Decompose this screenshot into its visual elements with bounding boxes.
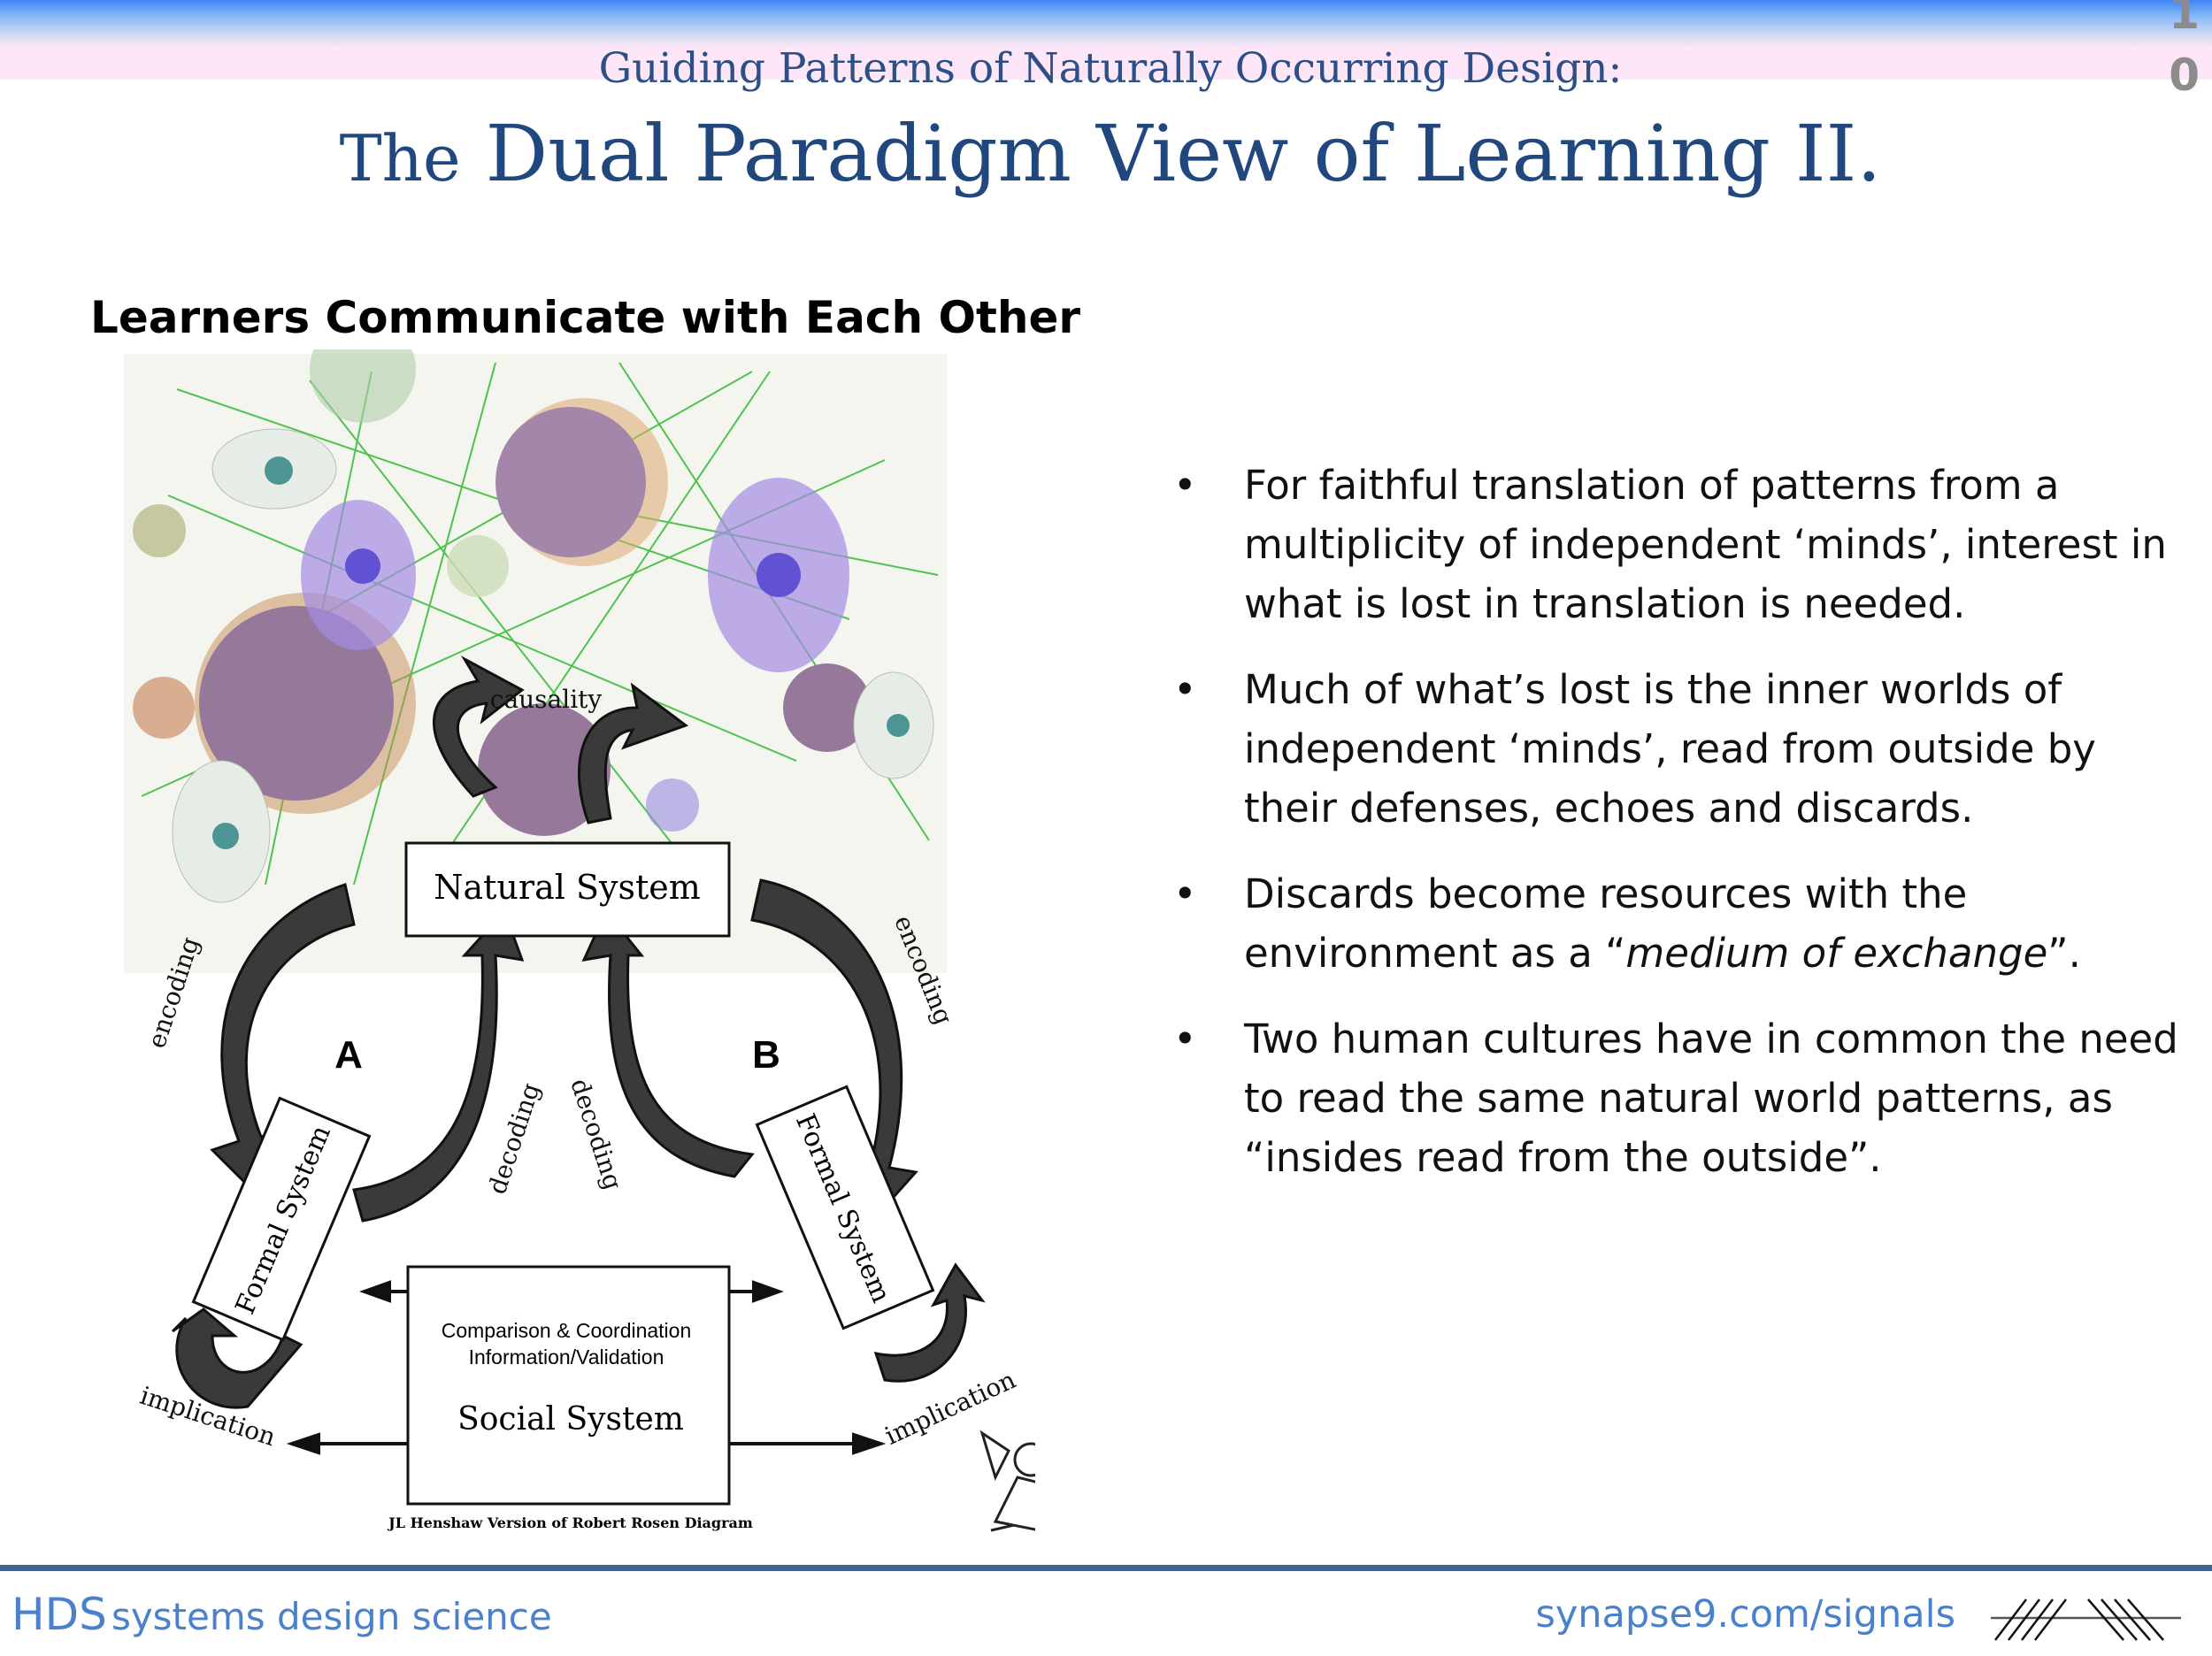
decoding-left-label: decoding [482,1079,546,1198]
page-number-digit: 1 [2169,0,2200,39]
decoding-right-label: decoding [565,1075,628,1193]
diagram-credit: JL Henshaw Version of Robert Rosen Diagr… [387,1514,753,1531]
title-prefix: The [339,121,461,196]
social-system-line2: Information/Validation [469,1346,664,1368]
bullet-item: • Much of what’s lost is the inner worlds… [1173,660,2191,838]
bullet-dot: • [1173,1016,1197,1062]
connector-lines [286,1280,887,1455]
brand-name: HDS [12,1589,107,1640]
bullet-text: ”. [2047,930,2081,977]
bullet-item: • Two human cultures have in common the n… [1173,1009,2191,1187]
brand-tagline: systems design science [111,1595,552,1638]
causality-label: causality [490,685,603,714]
footer-divider [0,1565,2212,1571]
social-system-line1: Comparison & Coordination [442,1319,692,1342]
formal-system-left-box: Formal System [191,1096,372,1342]
section-heading: Learners Communicate with Each Other [90,292,1081,343]
flow-arrows [171,656,986,1409]
bullet-dot: • [1173,870,1197,917]
formal-system-right-box: Formal System [755,1085,935,1330]
header-gradient-band [0,0,2212,80]
natural-system-box [404,841,731,938]
label-b: B [752,1033,780,1077]
slide-title: The Dual Paradigm View of Learning II. [0,108,2212,199]
bullet-item: • Discards become resources with the envi… [1173,864,2191,983]
footer-brand: HDS systems design science [12,1589,552,1640]
social-system-label: Social System [457,1401,684,1438]
bullet-list: • For faithful translation of patterns fr… [1173,456,2191,1214]
bullet-text: Much of what’s lost is the inner worlds … [1244,666,2096,832]
label-a: A [334,1033,363,1077]
title-main: Dual Paradigm View of Learning II. [485,108,1882,199]
bullet-dot: • [1173,666,1197,713]
bullet-text: Two human cultures have in common the ne… [1244,1016,2178,1181]
bullet-text: Discards become resources with the envir… [1244,870,1968,977]
seesaw-children-illustration [979,1430,1035,1532]
page-number-digit: 0 [2169,50,2200,101]
bullet-item: • For faithful translation of patterns fr… [1173,456,2191,633]
rosen-diagram: Natural System Comparison & Coordination… [124,349,1035,1532]
natural-system-label: Natural System [434,868,701,907]
slide-subtitle: Guiding Patterns of Naturally Occurring … [598,44,1623,93]
synapse9-logo-icon [1991,1598,2181,1641]
bullet-text-italic: medium of exchange [1625,930,2048,977]
bullet-dot: • [1173,462,1197,509]
bullet-text: For faithful translation of patterns fro… [1244,462,2167,627]
social-system-box [406,1265,731,1506]
microscope-background [124,349,947,973]
footer-link[interactable]: synapse9.com/signals [1535,1592,1955,1637]
